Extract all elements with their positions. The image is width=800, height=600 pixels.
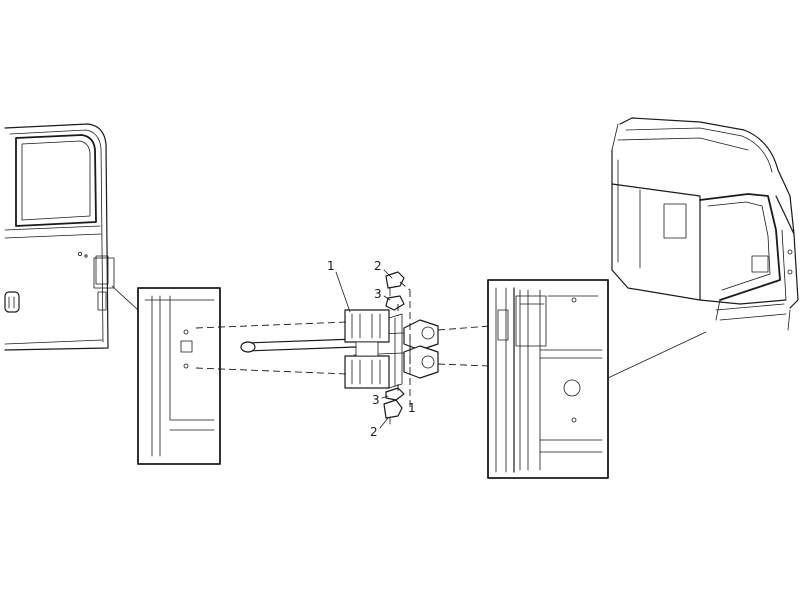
door-check-hinge-bracket [403, 319, 439, 379]
callout-1-bottom: 1 [408, 401, 416, 415]
door-check-strap [240, 331, 429, 356]
callout-3-top: 3 [374, 287, 382, 301]
truck-door [4, 123, 109, 351]
door-detail-leader [93, 257, 139, 311]
callout-3-bottom: 3 [372, 393, 380, 407]
door-mount-projection-lines [195, 321, 349, 375]
cab-mount-projection-lines [437, 325, 491, 367]
callout-1-top: 1 [327, 259, 335, 273]
lower-bolt [383, 399, 403, 425]
bolt-alignment-lines [397, 281, 411, 408]
lower-nut [385, 387, 405, 401]
callout-2-top: 2 [374, 259, 382, 273]
door-detail-inset [137, 287, 221, 465]
callout-leaders [335, 269, 393, 429]
door-check-housing [344, 309, 403, 389]
cab-detail-leader [607, 331, 707, 379]
upper-bolt [385, 271, 405, 297]
callout-2-bottom: 2 [370, 425, 378, 439]
cab-detail-inset [487, 279, 609, 479]
upper-nut [385, 295, 405, 311]
truck-cab [611, 117, 799, 331]
